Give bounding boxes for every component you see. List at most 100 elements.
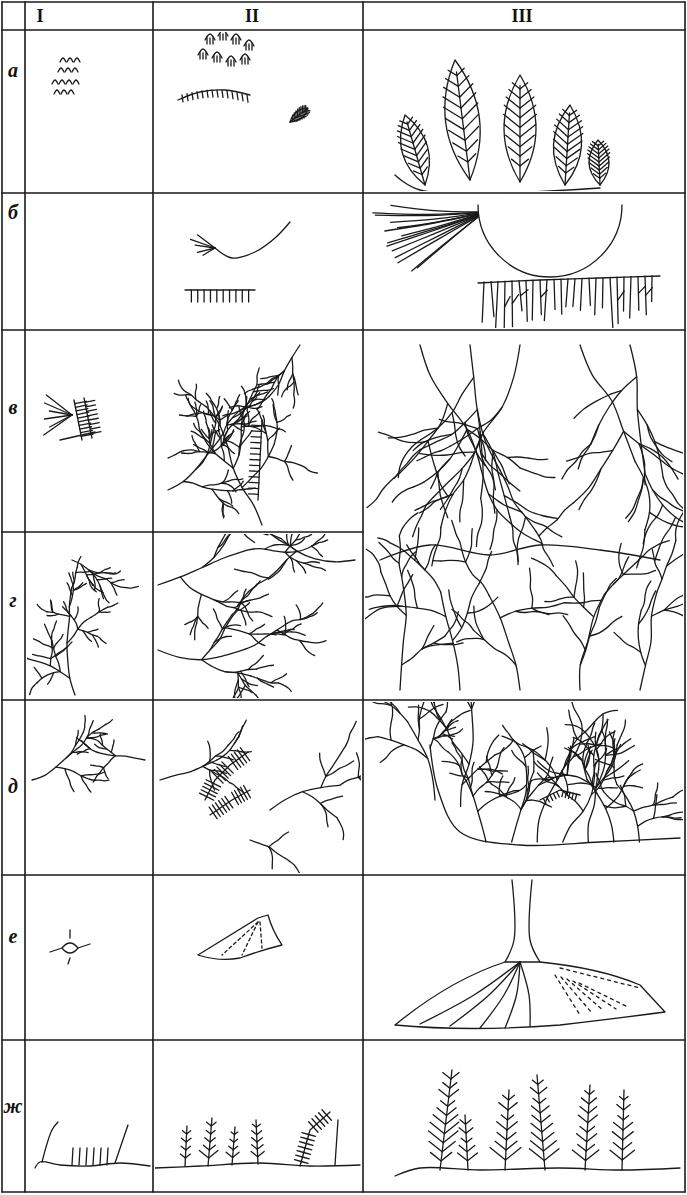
sketch-line (187, 1131, 191, 1134)
sketch-line (543, 798, 546, 803)
sketch-line (653, 803, 676, 805)
sketch-line (86, 405, 96, 407)
sketch-line (186, 1146, 191, 1150)
sketch-line (578, 1144, 586, 1151)
sketch-line (466, 140, 477, 151)
sketch-line (258, 382, 275, 384)
sketch-line (247, 58, 248, 64)
sketch-line (395, 1167, 680, 1176)
sketch-line (394, 450, 420, 479)
sketch-line (209, 807, 213, 813)
knot (62, 943, 78, 953)
sketch-line (185, 1126, 187, 1166)
sketch-line (74, 607, 78, 620)
sketch-line (457, 68, 464, 75)
sketch-line (417, 446, 450, 460)
sketch-line (234, 1132, 237, 1135)
sketch-line (45, 624, 52, 640)
sketch-line (563, 109, 570, 115)
sketch-line (508, 1103, 517, 1110)
sketch-line (401, 149, 417, 156)
sketch-line (107, 1148, 108, 1165)
sketch-line (238, 673, 242, 698)
sketch-line (87, 409, 97, 411)
sketch-line (468, 154, 476, 162)
sketch-line (185, 1154, 190, 1158)
sketch-line (382, 702, 400, 713)
sketch-line (520, 83, 528, 89)
sketch-line (251, 44, 252, 50)
sketch-line (195, 245, 215, 248)
sketch-line (199, 1151, 208, 1158)
sketch-line (554, 279, 555, 309)
sketch-line (248, 44, 249, 50)
row-letter: б (8, 202, 18, 222)
sketch-line (312, 546, 323, 556)
sketch-line (466, 1128, 473, 1134)
cell-sketch (178, 32, 310, 122)
sketch-line (297, 561, 306, 573)
sketch-line (99, 611, 110, 613)
sketch-line (303, 1157, 310, 1159)
sketch-line (508, 147, 520, 156)
sketch-line (222, 799, 226, 805)
sketch-line (251, 430, 261, 432)
sketch-line (252, 1124, 256, 1127)
sketch-line (312, 603, 322, 614)
sketch-line (219, 764, 225, 770)
cell-sketch (395, 880, 665, 1029)
sketch-line (34, 667, 42, 678)
sketch-line (67, 617, 91, 643)
sketch-line (365, 607, 388, 623)
sketch-line (115, 1125, 128, 1163)
grid-line (2, 874, 685, 876)
sketch-line (653, 490, 683, 511)
sketch-line (408, 722, 435, 800)
sketch-line (572, 793, 573, 799)
sketch-line (458, 76, 468, 87)
sketch-line (604, 792, 634, 812)
sketch-line (557, 792, 560, 797)
sketch-line (327, 1115, 332, 1120)
sketch-line (81, 776, 91, 792)
sketch-line (397, 575, 413, 607)
sketch-line (495, 281, 498, 328)
sketch-line (256, 1124, 260, 1127)
sketch-line (574, 391, 621, 418)
sketch-line (51, 601, 53, 613)
sketch-line (81, 772, 105, 776)
sketch-line (630, 277, 631, 318)
sketch-line (216, 811, 220, 817)
sketch-line (242, 444, 274, 487)
sketch-line (581, 1098, 589, 1104)
sketch-line (207, 797, 214, 801)
sketch-line (59, 80, 65, 84)
sketch-line (585, 732, 599, 769)
sketch-line (197, 290, 198, 302)
sketch-line (429, 1141, 442, 1151)
sketch-line (168, 451, 184, 459)
sketch-line (229, 406, 247, 408)
sketch-line (422, 643, 453, 649)
sketch-line (579, 983, 628, 1007)
sketch-line (216, 290, 217, 302)
sketch-line (335, 1120, 338, 1165)
sketch-line (623, 570, 655, 574)
sketch-line (572, 1150, 585, 1161)
sketch-line (357, 753, 360, 777)
sketch-line (635, 462, 650, 530)
sketch-line (209, 38, 210, 44)
sketch-line (251, 676, 279, 683)
sketch-line (100, 1148, 101, 1165)
grid-line (24, 2, 26, 1192)
sketch-line (391, 205, 478, 212)
sketch-line (206, 423, 210, 444)
sketch-line (592, 142, 598, 146)
sketch-line (84, 398, 92, 438)
sketch-line (408, 570, 418, 608)
sketch-line (597, 732, 615, 750)
sketch-line (408, 117, 413, 124)
sketch-line (158, 649, 245, 660)
sketch-line (73, 572, 74, 583)
sketch-line (301, 1137, 308, 1139)
